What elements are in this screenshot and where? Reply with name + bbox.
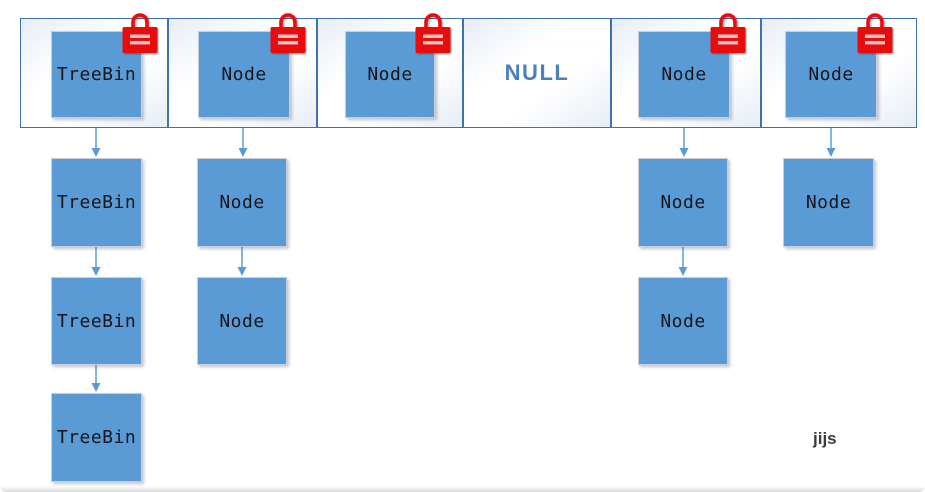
lock-icon (121, 9, 159, 55)
footnote-text: jijs (813, 429, 837, 448)
box-label: TreeBin (56, 310, 137, 332)
chain-box: Node (638, 277, 728, 365)
bucket-box-node: Node (638, 31, 730, 118)
chain-box: Node (197, 277, 287, 365)
null-label: NULL (504, 60, 570, 85)
down-arrow (237, 247, 247, 276)
box-label: Node (367, 64, 413, 85)
box-label: Node (660, 192, 706, 213)
box-label: Node (660, 310, 706, 332)
chain-box: Node (783, 158, 874, 247)
bucket-cell-null: NULL (463, 18, 611, 128)
page-bottom-edge (0, 486, 925, 492)
lock-icon (709, 9, 747, 55)
box-label: Node (808, 64, 854, 85)
box-label: TreeBin (56, 427, 137, 448)
box-label: Node (661, 64, 707, 85)
chain-box: TreeBin (51, 277, 142, 365)
chain-box: Node (638, 158, 728, 247)
box-label: Node (219, 192, 265, 213)
box-label: Node (219, 310, 265, 332)
box-label: Node (805, 192, 852, 213)
chain-box: TreeBin (51, 393, 142, 482)
box-label: Node (221, 64, 267, 85)
box-label: TreeBin (56, 192, 137, 213)
box-label: TreeBin (56, 64, 137, 85)
down-arrow (91, 365, 101, 392)
lock-icon (269, 9, 307, 55)
lock-icon (856, 9, 894, 55)
down-arrow (91, 247, 101, 276)
lock-icon (414, 9, 452, 55)
chain-box: Node (197, 158, 287, 247)
down-arrow (678, 247, 688, 276)
chain-box: TreeBin (51, 158, 142, 247)
